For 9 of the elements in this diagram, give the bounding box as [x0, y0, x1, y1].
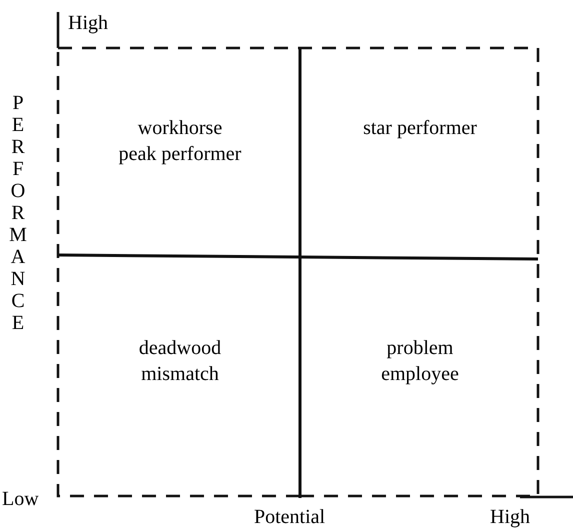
axis-label: Low [2, 487, 39, 512]
axis-label: PERFORMANCE [8, 92, 28, 334]
axis-label: Potential [254, 505, 326, 529]
quadrant-label: deadwood mismatch [100, 335, 260, 387]
quadrant-label: problem employee [340, 335, 500, 387]
axis-label: High [68, 11, 108, 36]
quadrant-label: workhorse peak performer [100, 115, 260, 167]
axis-label: High [490, 505, 530, 529]
quadrant-label: star performer [340, 115, 500, 141]
